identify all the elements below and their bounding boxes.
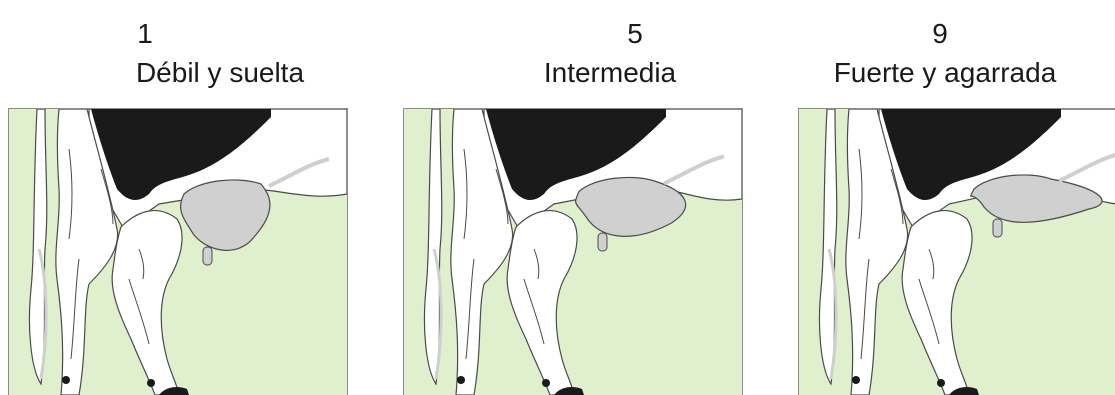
score-label: Fuerte y agarrada [775, 56, 1115, 90]
dew-claw [147, 379, 155, 387]
score-number: 9 [890, 18, 990, 50]
score-label: Intermedia [490, 56, 730, 90]
score-number: 1 [70, 18, 220, 50]
panel-score-5: 5 Intermedia [395, 0, 735, 394]
score-number: 5 [575, 18, 695, 50]
teat [993, 219, 1002, 237]
dew-claw [937, 379, 945, 387]
dew-claw [542, 379, 550, 387]
dew-claw [457, 376, 465, 384]
dew-claw [62, 376, 70, 384]
udder-illustration [403, 108, 743, 395]
cow-hind-udder-drawing [404, 109, 742, 395]
teat [598, 233, 607, 251]
panel-score-1: 1 Débil y suelta [0, 0, 340, 394]
cow-hind-udder-drawing [799, 109, 1115, 395]
score-label: Débil y suelta [90, 56, 350, 90]
udder-illustration [798, 108, 1115, 395]
dew-claw [852, 376, 860, 384]
cow-hind-udder-drawing [9, 109, 347, 395]
teat [203, 247, 212, 265]
panel-score-9: 9 Fuerte y agarrada [790, 0, 1115, 394]
udder-illustration [8, 108, 348, 395]
